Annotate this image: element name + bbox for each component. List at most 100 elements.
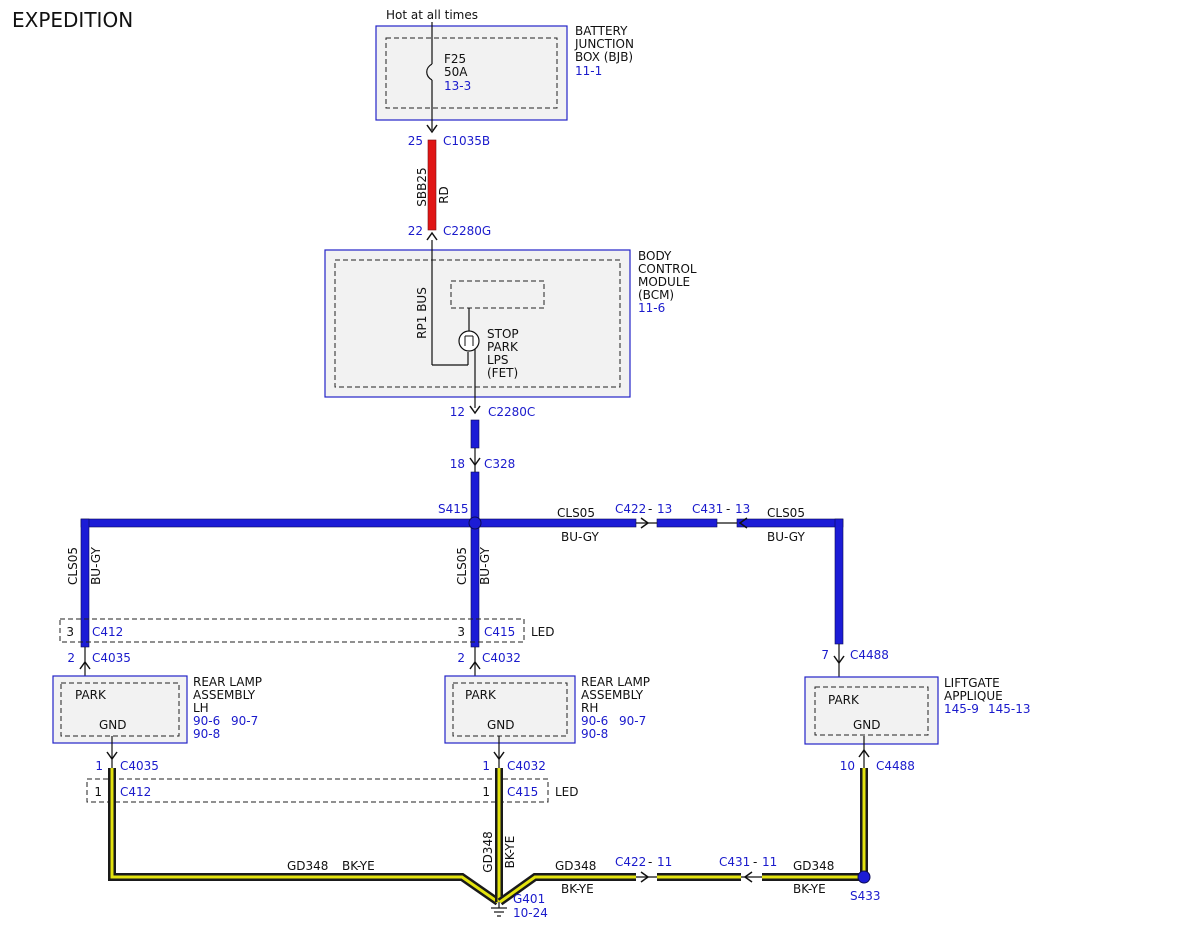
rh-ref-3: 90-8 — [581, 727, 608, 741]
connector-arrow-icon — [426, 124, 438, 134]
liftgate-ref-1: 145-9 — [944, 702, 979, 716]
gnd-right-b-color: BK-YE — [793, 882, 826, 896]
connector-arrow-icon — [469, 660, 481, 670]
c4035-top-name: C4035 — [92, 651, 131, 665]
supply-label: Hot at all times — [386, 8, 478, 22]
c431-bot-name: C431 — [719, 855, 750, 869]
c1035b-pin: 25 — [408, 134, 423, 148]
bcm-name-4: (BCM) — [638, 288, 674, 302]
connector-arrow-icon — [426, 231, 438, 241]
liftgate-park: PARK — [828, 693, 860, 707]
ground-wires — [108, 768, 868, 906]
lh-ref-1: 90-6 — [193, 714, 220, 728]
c415-top-name: C415 — [484, 625, 515, 639]
c328-pin: 18 — [450, 457, 465, 471]
connector-arrow-icon — [640, 871, 650, 883]
s433-label: S433 — [850, 889, 881, 903]
rh-park: PARK — [465, 688, 497, 702]
rh-gnd: GND — [487, 718, 515, 732]
bcm-name-3: MODULE — [638, 275, 690, 289]
gnd-mid-circuit: GD348 — [481, 831, 495, 872]
gnd-left-color: BK-YE — [342, 859, 375, 873]
c4035-bot-pin: 1 — [95, 759, 103, 773]
right-a-circuit: CLS05 — [557, 506, 595, 520]
connector-arrow-icon — [640, 517, 650, 529]
bcm-name-2: CONTROL — [638, 262, 697, 276]
c4035-bot-name: C4035 — [120, 759, 159, 773]
gnd-right-b-circuit: GD348 — [793, 859, 834, 873]
liftgate-gnd: GND — [853, 718, 881, 732]
lh-name-3: LH — [193, 701, 209, 715]
fuse-rating: 50A — [444, 65, 468, 79]
lh-name-2: ASSEMBLY — [193, 688, 256, 702]
c4032-top-pin: 2 — [457, 651, 465, 665]
lh-park: PARK — [75, 688, 107, 702]
fuse-icon — [426, 63, 433, 81]
bjb-ref: 11-1 — [575, 64, 602, 78]
c422-bot-pin: 11 — [657, 855, 672, 869]
c412-bot-name: C412 — [120, 785, 151, 799]
bjb-name-3: BOX (BJB) — [575, 50, 633, 64]
lh-ref-2: 90-7 — [231, 714, 258, 728]
c412-top-pin: 3 — [66, 625, 74, 639]
c4032-top-name: C4032 — [482, 651, 521, 665]
c415-bot-pin: 1 — [482, 785, 490, 799]
c422-bot-dash: - — [648, 855, 652, 869]
connector-arrow-icon — [79, 660, 91, 670]
c415-top-pin: 3 — [457, 625, 465, 639]
right-b-circuit: CLS05 — [767, 506, 805, 520]
c412-bot-pin: 1 — [94, 785, 102, 799]
c1035b-name: C1035B — [443, 134, 490, 148]
right-a-color: BU-GY — [561, 530, 599, 544]
liftgate-name-1: LIFTGATE — [944, 676, 1000, 690]
connector-arrow-icon — [743, 871, 753, 883]
connector-arrow-icon — [469, 405, 481, 415]
g401-ref: 10-24 — [513, 906, 548, 920]
c422-top-name: C422 — [615, 502, 646, 516]
s415-label: S415 — [438, 502, 469, 516]
led-top-label: LED — [531, 625, 555, 639]
c2280g-name: C2280G — [443, 224, 491, 238]
rear-lamp-rh — [444, 675, 576, 744]
connector-arrow-icon — [833, 655, 845, 665]
c422-top-pin: 13 — [657, 502, 672, 516]
g401-name: G401 — [513, 892, 545, 906]
c328-name: C328 — [484, 457, 515, 471]
rear-lamp-lh — [52, 675, 188, 744]
c4488-bot-pin: 10 — [840, 759, 855, 773]
rh-name-2: ASSEMBLY — [581, 688, 644, 702]
blue-wire-bus — [80, 518, 844, 648]
rp1-bus-label: RP1 BUS — [415, 287, 429, 339]
led-bottom-box — [86, 778, 549, 803]
rh-ref-2: 90-7 — [619, 714, 646, 728]
battery-junction-box — [375, 25, 568, 121]
body-control-module — [324, 249, 631, 398]
gnd-left-circuit: GD348 — [287, 859, 328, 873]
bcm-ref: 11-6 — [638, 301, 665, 315]
c422-top-dash: - — [648, 502, 652, 516]
connector-arrow-icon — [106, 751, 118, 761]
c431-top-name: C431 — [692, 502, 723, 516]
c415-bot-name: C415 — [507, 785, 538, 799]
rh-name-3: RH — [581, 701, 598, 715]
fuse-id: F25 — [444, 52, 466, 66]
rh-name-1: REAR LAMP — [581, 675, 650, 689]
left-circuit: CLS05 — [66, 547, 80, 585]
c431-top-pin: 13 — [735, 502, 750, 516]
c2280c-pin: 12 — [450, 405, 465, 419]
c4035-top-pin: 2 — [67, 651, 75, 665]
rh-ref-1: 90-6 — [581, 714, 608, 728]
gnd-right-a-color: BK-YE — [561, 882, 594, 896]
c422-bot-name: C422 — [615, 855, 646, 869]
fet-line-2: PARK — [487, 340, 519, 354]
fet-line-4: (FET) — [487, 366, 518, 380]
mid-color: BU-GY — [478, 546, 492, 584]
c2280g-pin: 22 — [408, 224, 423, 238]
left-color: BU-GY — [89, 546, 103, 584]
fet-line-1: STOP — [487, 327, 519, 341]
sbb25-circuit: SBB25 — [415, 167, 429, 206]
lh-name-1: REAR LAMP — [193, 675, 262, 689]
mid-circuit: CLS05 — [455, 547, 469, 585]
c412-top-name: C412 — [92, 625, 123, 639]
fuse-ref: 13-3 — [444, 79, 471, 93]
